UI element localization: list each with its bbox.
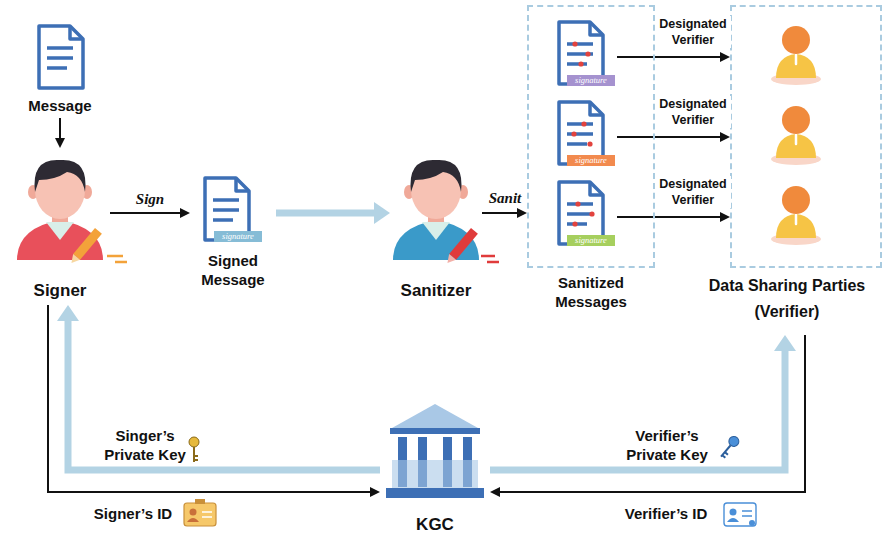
document-node: signature bbox=[555, 102, 617, 172]
connector-line bbox=[59, 118, 61, 139]
arrowhead bbox=[374, 202, 390, 224]
edge-label: Sanit bbox=[484, 189, 526, 208]
signature-text: signature bbox=[567, 235, 615, 246]
arrowhead bbox=[774, 335, 796, 351]
id-card-icon bbox=[184, 499, 216, 526]
connector-line bbox=[68, 320, 380, 470]
arrowhead bbox=[55, 138, 65, 148]
connector-line bbox=[617, 56, 721, 58]
document-node: signature bbox=[555, 22, 617, 92]
node-label: Data Sharing Parties (Verifier) bbox=[693, 273, 881, 325]
signature-strip bbox=[567, 155, 615, 166]
key-flow-arrow bbox=[490, 350, 785, 470]
key-flow-arrow bbox=[68, 320, 380, 470]
key-icon bbox=[189, 437, 199, 462]
edge-label: Signer’s ID bbox=[84, 504, 182, 523]
flow-arrow bbox=[499, 335, 805, 492]
flow-arrow bbox=[617, 217, 721, 218]
flow-arrow bbox=[617, 137, 721, 138]
document-node: Message bbox=[22, 22, 98, 118]
document-node: signatureSigned Message bbox=[190, 175, 276, 291]
edge-label: Singer’s Private Key bbox=[95, 426, 195, 464]
node-label: Sanitized Messages bbox=[527, 273, 655, 311]
sanitized-marks bbox=[571, 121, 592, 146]
arrowhead bbox=[180, 208, 190, 218]
signature-strip bbox=[567, 235, 615, 246]
kgc-building bbox=[386, 404, 484, 498]
connector-line bbox=[276, 210, 375, 217]
arrowhead bbox=[720, 132, 730, 142]
node-label: Signed Message bbox=[182, 251, 284, 289]
key-icon bbox=[717, 434, 741, 460]
connector-line bbox=[499, 335, 805, 492]
connector-line bbox=[490, 350, 785, 470]
document-node: signature bbox=[555, 182, 617, 252]
signer-node: Signer bbox=[10, 148, 110, 305]
sanitized-marks bbox=[572, 41, 590, 66]
node-label: Signer bbox=[10, 280, 110, 301]
arrowhead bbox=[720, 212, 730, 222]
verifier-icon bbox=[771, 26, 821, 85]
signature-text: signature bbox=[567, 155, 615, 166]
edge-label: Verifier’s Private Key bbox=[612, 426, 722, 464]
edge-label: Designated Verifier bbox=[655, 96, 731, 128]
edge-label: Designated Verifier bbox=[655, 16, 731, 48]
sanitized-marks bbox=[572, 201, 594, 226]
edge-label: Designated Verifier bbox=[655, 176, 731, 208]
id-card-icon bbox=[724, 503, 756, 526]
verifier-icon bbox=[771, 106, 821, 165]
connector-line bbox=[48, 305, 371, 492]
flow-arrow bbox=[110, 213, 181, 214]
arrowhead bbox=[720, 52, 730, 62]
edge-label: Sign bbox=[118, 190, 182, 209]
node-label: Message bbox=[12, 96, 108, 115]
node-label: KGC bbox=[380, 514, 490, 535]
key-flow-arrow bbox=[276, 213, 375, 214]
sanitizer-node: Sanitizer bbox=[390, 148, 482, 305]
node-label: Sanitizer bbox=[380, 280, 492, 301]
document-icon bbox=[559, 22, 603, 84]
flow-arrow bbox=[482, 213, 518, 214]
message-group: Sanitized Messages signature signature sign… bbox=[527, 5, 655, 313]
document-icon bbox=[559, 102, 603, 164]
flow-arrow bbox=[60, 118, 61, 139]
connector-line bbox=[482, 212, 518, 214]
verifier-icon bbox=[771, 186, 821, 245]
signature-strip bbox=[567, 75, 615, 86]
signature-text: signature bbox=[214, 231, 262, 242]
document-icon bbox=[559, 182, 603, 244]
kgc-node: KGC bbox=[380, 400, 490, 540]
flow-arrow bbox=[48, 305, 371, 492]
group-border bbox=[730, 5, 882, 268]
connector-line bbox=[617, 216, 721, 218]
verifier-group: Data Sharing Parties (Verifier) bbox=[730, 5, 882, 335]
connector-line bbox=[617, 136, 721, 138]
signature-text: signature bbox=[567, 75, 615, 86]
group-border bbox=[527, 5, 655, 268]
document-icon bbox=[205, 178, 249, 240]
arrowhead bbox=[490, 487, 500, 497]
arrowhead bbox=[517, 208, 527, 218]
edge-label: Verifier’s ID bbox=[612, 504, 720, 523]
arrowhead bbox=[370, 487, 380, 497]
document-icon bbox=[39, 26, 83, 88]
flow-arrow bbox=[617, 57, 721, 58]
arrowhead bbox=[57, 305, 79, 321]
signature-strip bbox=[214, 231, 262, 242]
connector-line bbox=[110, 212, 181, 214]
